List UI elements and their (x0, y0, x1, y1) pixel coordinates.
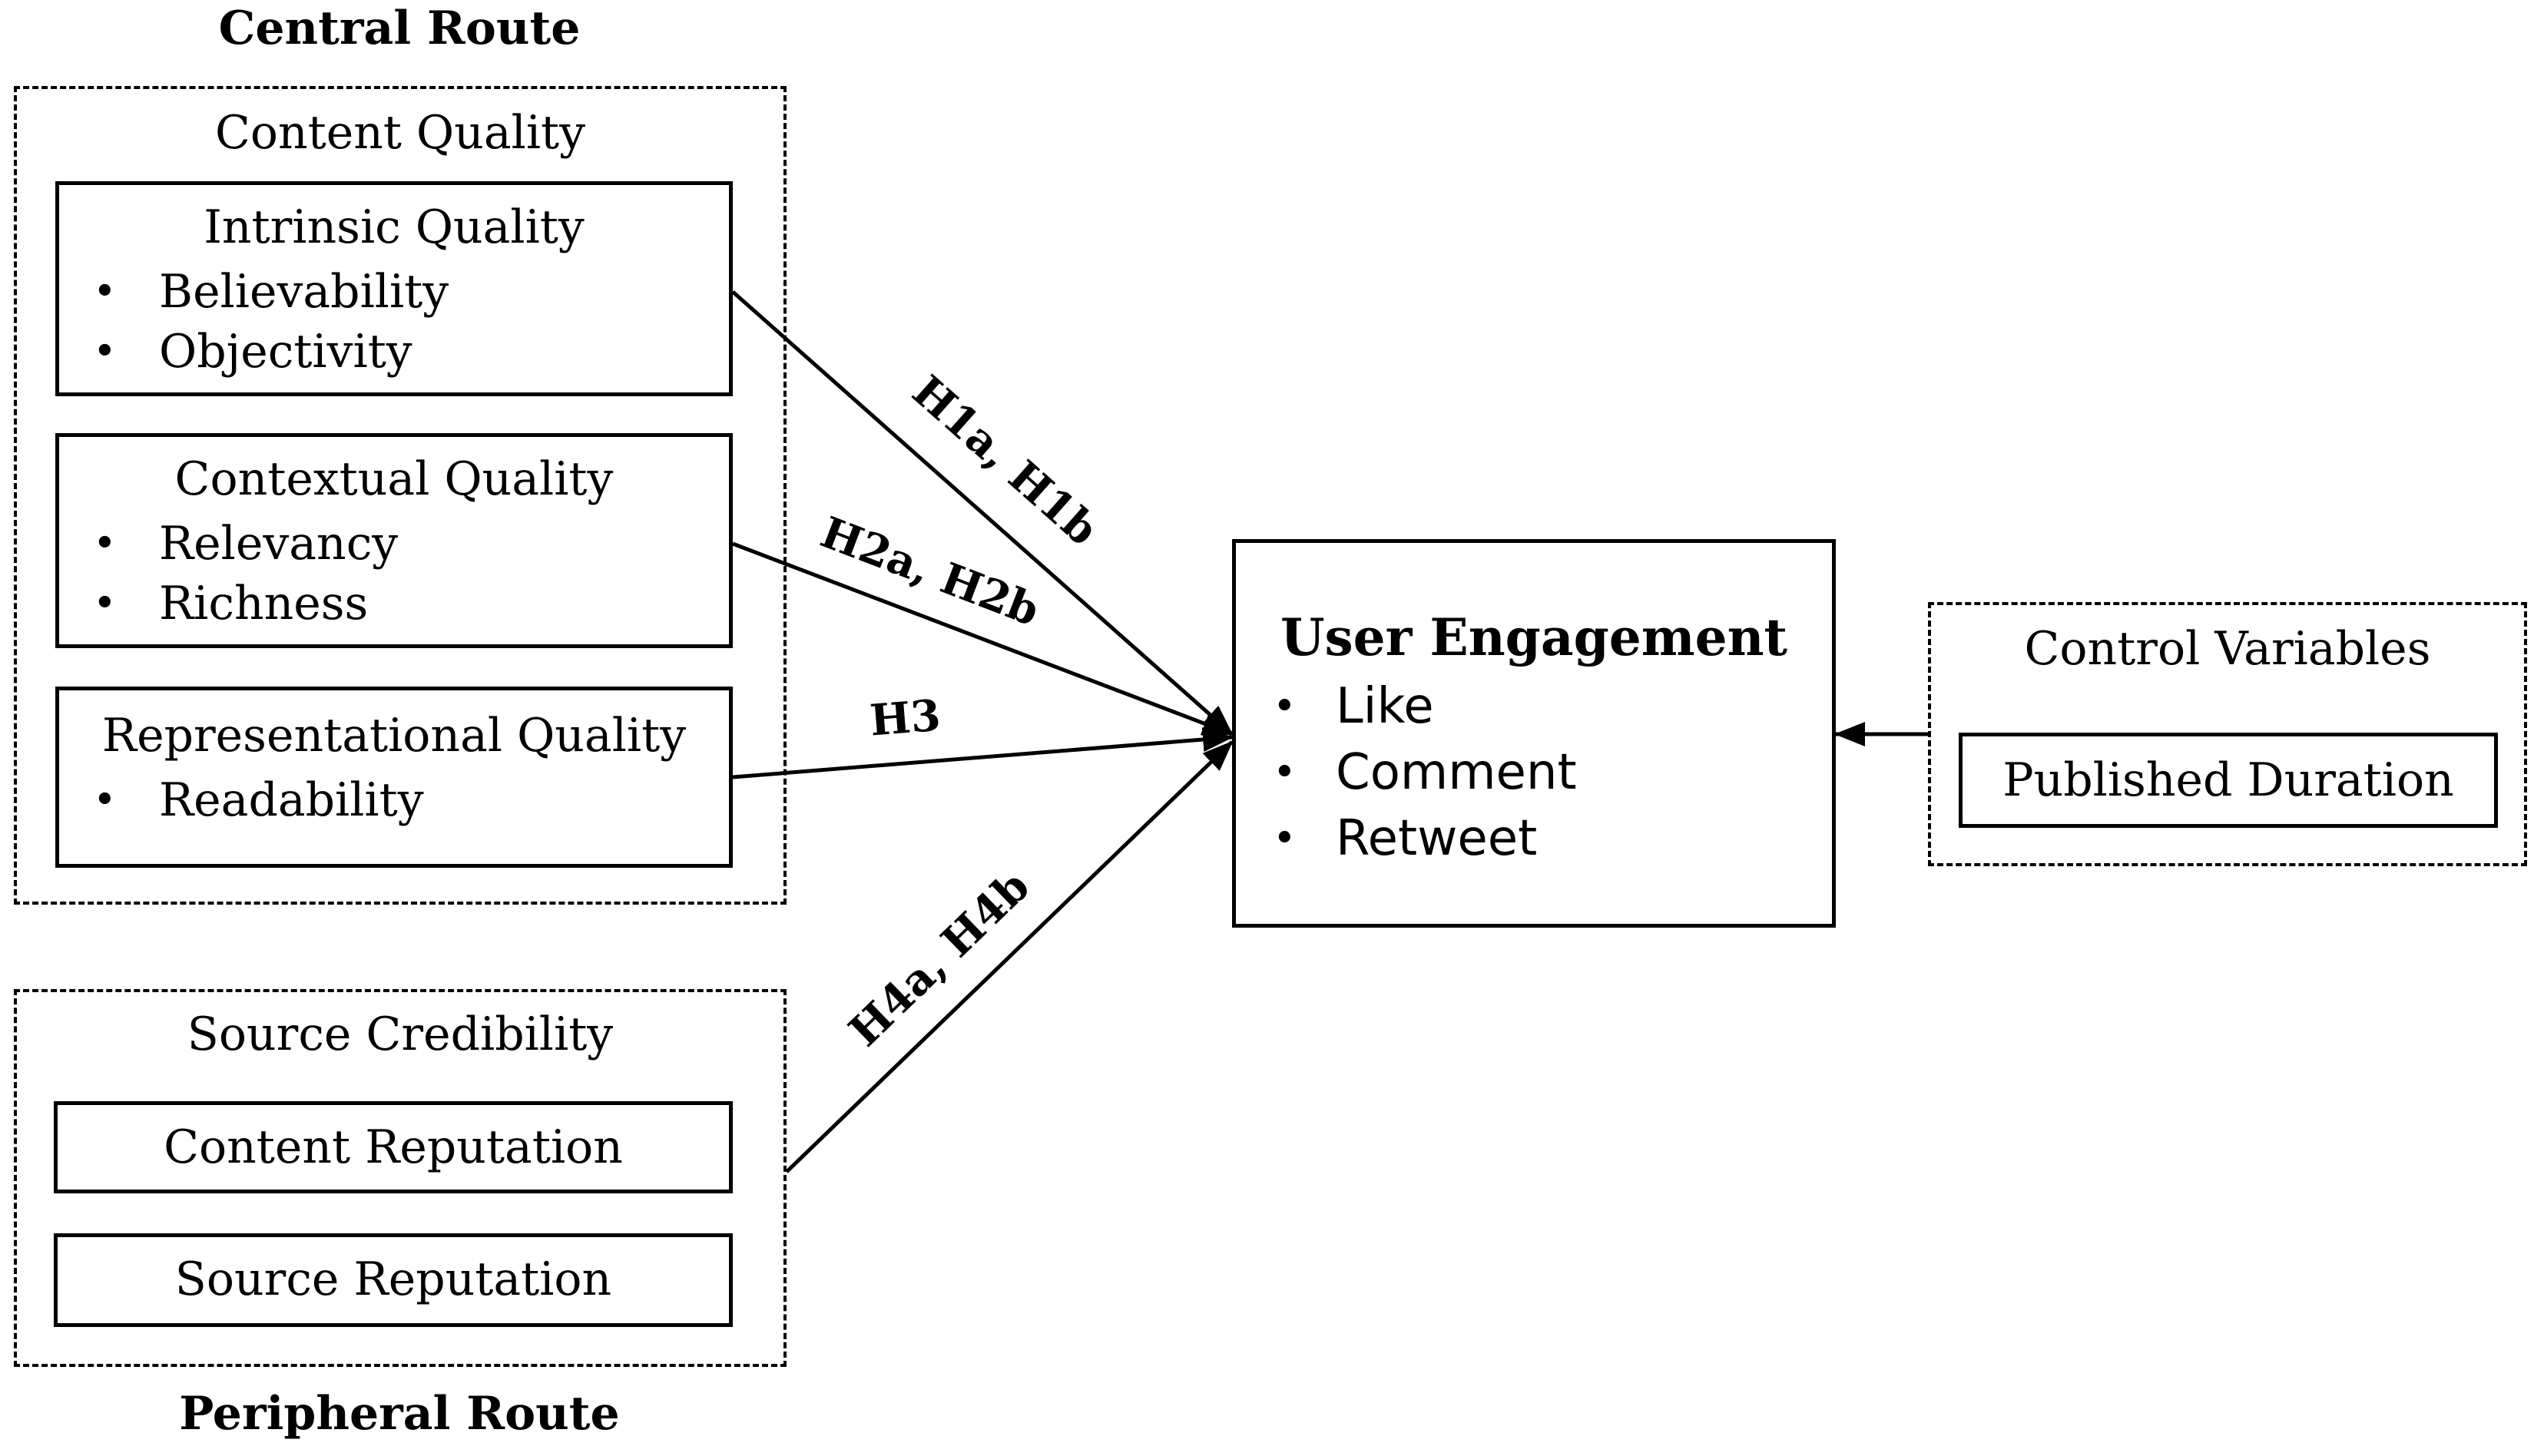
arrow-h4 (785, 740, 1234, 1173)
published-duration-label: Published Duration (2002, 753, 2454, 807)
user-engagement-title: User Engagement (1280, 607, 1788, 667)
source-credibility-group: Source Credibility (14, 989, 787, 1367)
control-variables-group: Control Variables (1928, 602, 2527, 866)
peripheral-route-label: Peripheral Route (179, 1387, 620, 1441)
arrow-h1 (731, 290, 1234, 736)
source-reputation-box: Source Reputation (54, 1233, 733, 1327)
bullet-believability: Believability (59, 262, 449, 322)
published-duration-box: Published Duration (1959, 733, 2498, 828)
label-h1: H1a, H1b (903, 366, 1108, 555)
source-reputation-label: Source Reputation (174, 1252, 612, 1306)
representational-quality-title: Representational Quality (101, 709, 687, 763)
content-quality-title: Content Quality (214, 106, 586, 160)
control-variables-title: Control Variables (2024, 622, 2431, 676)
source-credibility-title: Source Credibility (187, 1008, 614, 1061)
contextual-quality-box: Contextual Quality Relevancy Richness (55, 433, 733, 648)
bullet-richness: Richness (59, 574, 398, 634)
bullet-objectivity: Objectivity (59, 322, 449, 382)
central-route-label: Central Route (218, 2, 581, 55)
content-reputation-label: Content Reputation (164, 1120, 623, 1174)
intrinsic-quality-box: Intrinsic Quality Believability Objectiv… (55, 181, 733, 396)
content-reputation-box: Content Reputation (54, 1101, 733, 1193)
label-h3: H3 (868, 690, 942, 746)
bullet-retweet: Retweet (1236, 806, 1577, 872)
contextual-quality-title: Contextual Quality (174, 452, 614, 506)
bullet-relevancy: Relevancy (59, 514, 398, 574)
content-quality-group: Content Quality (14, 86, 787, 905)
representational-quality-box: Representational Quality Readability (55, 687, 733, 868)
arrow-h3 (732, 727, 1234, 779)
label-h2: H2a, H2b (814, 507, 1046, 636)
bullet-like: Like (1236, 673, 1577, 740)
bullet-comment: Comment (1236, 740, 1577, 806)
arrow-h2 (732, 541, 1234, 736)
intrinsic-quality-title: Intrinsic Quality (204, 200, 585, 254)
bullet-readability: Readability (59, 770, 424, 830)
user-engagement-box: User Engagement Like Comment Retweet (1232, 539, 1836, 928)
